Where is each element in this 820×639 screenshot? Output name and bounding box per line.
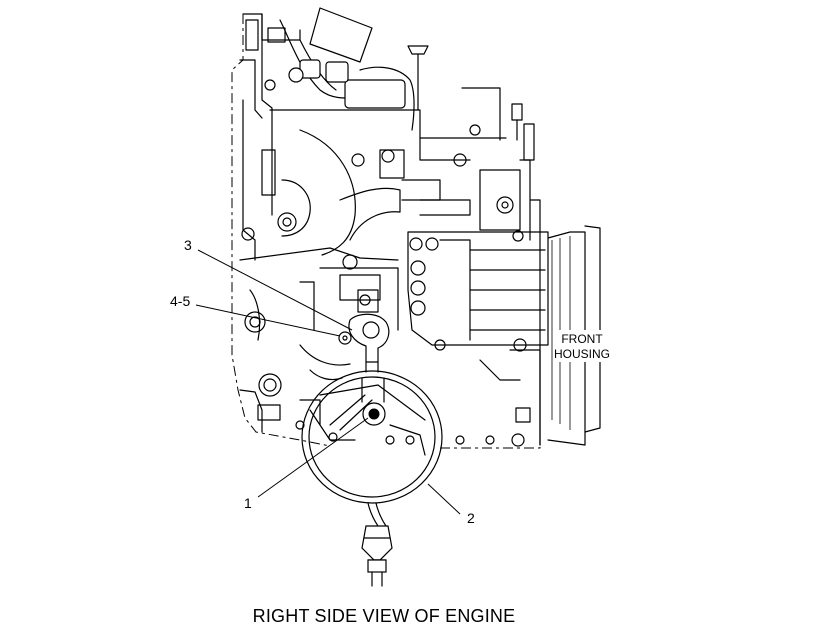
gear-cover xyxy=(241,124,514,256)
leader-1 xyxy=(257,417,369,498)
front-housing-line1: FRONT xyxy=(561,332,603,346)
top-components xyxy=(245,7,535,161)
heater-connection xyxy=(338,313,390,373)
callouts: 3 4-5 1 2 xyxy=(170,237,475,526)
leader-lines xyxy=(195,249,461,515)
callout-1: 1 xyxy=(244,495,252,511)
callout-2: 2 xyxy=(467,510,475,526)
callout-4-5: 4-5 xyxy=(170,293,190,309)
leader-2 xyxy=(427,483,461,515)
callout-3: 3 xyxy=(184,237,192,253)
figure-caption: RIGHT SIDE VIEW OF ENGINE xyxy=(252,606,516,626)
front-housing-label: FRONT HOUSING xyxy=(554,330,610,362)
block-heater-cord xyxy=(301,370,443,587)
leader-4-5 xyxy=(195,304,341,337)
front-housing-line2: HOUSING xyxy=(554,347,610,361)
engine-block-outline xyxy=(231,13,541,449)
middle-bracket xyxy=(239,247,495,445)
compressor xyxy=(407,225,601,447)
leader-3 xyxy=(197,249,353,331)
